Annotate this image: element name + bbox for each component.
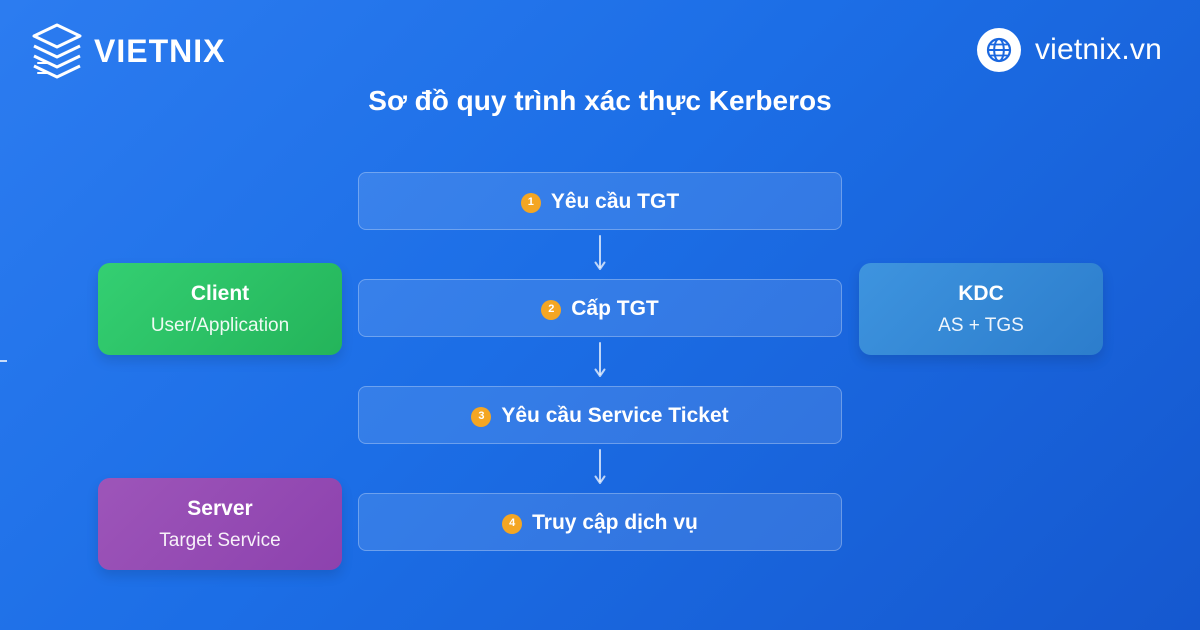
diagram-title: Sơ đồ quy trình xác thực Kerberos	[368, 85, 832, 116]
globe-badge	[976, 28, 1021, 72]
step-number-badge: 2	[541, 299, 562, 320]
step-number-badge: 4	[502, 513, 523, 534]
kdc-subtitle: AS + TGS	[938, 314, 1024, 336]
client-title: Client	[190, 281, 250, 305]
step-number-badge: 1	[520, 192, 541, 213]
site-link[interactable]: vietnix.vn	[976, 28, 1162, 72]
step-request-service-ticket: 3 Yêu cầu Service Ticket	[358, 386, 842, 444]
kdc-node: KDC AS + TGS	[859, 263, 1103, 355]
brand-name: VIETNIX	[94, 33, 226, 69]
client-subtitle: User/Application	[150, 314, 290, 336]
server-stack-icon	[32, 23, 82, 79]
step-access-service: 4 Truy cập dịch vụ	[358, 493, 842, 551]
step-label: Yêu cầu TGT	[550, 189, 680, 213]
server-node: Server Target Service	[98, 478, 342, 570]
step-label: Yêu cầu Service Ticket	[501, 403, 729, 427]
down-arrow-icon	[594, 342, 606, 377]
client-node: Client User/Application	[98, 263, 342, 355]
globe-icon	[986, 37, 1012, 63]
step-label: Cấp TGT	[571, 296, 659, 320]
server-title: Server	[187, 496, 253, 520]
down-arrow-icon	[594, 235, 606, 270]
server-subtitle: Target Service	[159, 529, 281, 551]
site-url[interactable]: vietnix.vn	[1034, 33, 1162, 66]
edge-tick	[0, 360, 7, 362]
brand-header: VIETNIX	[30, 22, 225, 80]
step-issue-tgt: 2 Cấp TGT	[358, 279, 842, 337]
step-label: Truy cập dịch vụ	[532, 510, 698, 534]
kdc-title: KDC	[958, 281, 1004, 305]
step-request-tgt: 1 Yêu cầu TGT	[358, 172, 842, 230]
step-number-badge: 3	[471, 406, 492, 427]
down-arrow-icon	[594, 449, 606, 484]
